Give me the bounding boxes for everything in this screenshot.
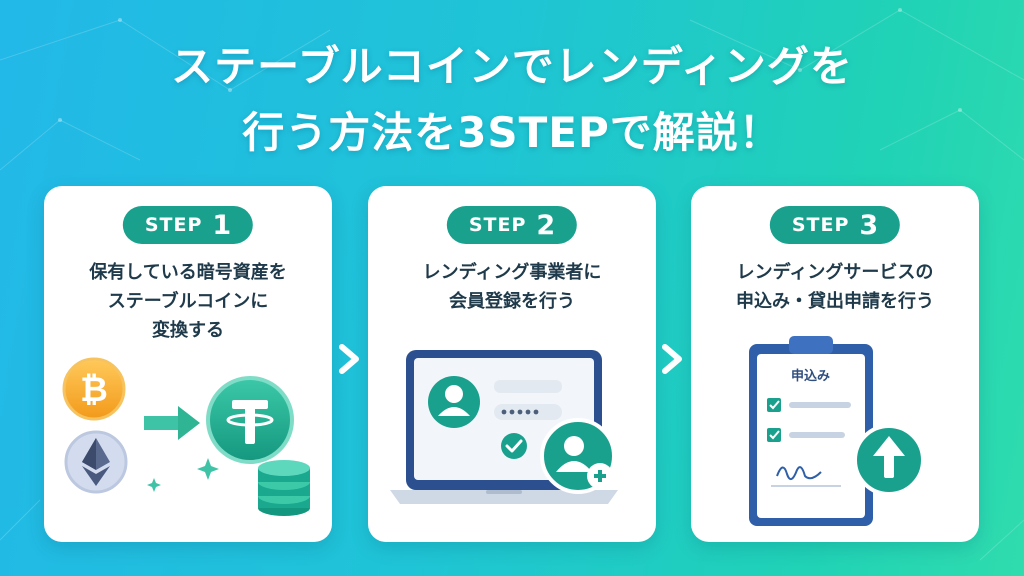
ethereum-icon bbox=[64, 430, 128, 494]
user-avatar-icon bbox=[428, 376, 480, 428]
step-2-illustration bbox=[390, 350, 618, 504]
checkbox-icon bbox=[767, 398, 781, 412]
desc-line: 保有している暗号資産を bbox=[89, 262, 287, 283]
step-1-description: 保有している暗号資産を ステーブルコインに 変換する bbox=[54, 258, 322, 345]
step-badge-number: 3 bbox=[859, 209, 879, 241]
chevron-right-icon bbox=[339, 344, 359, 374]
step-badge-number: 1 bbox=[212, 209, 232, 241]
step-badge-word: STEP bbox=[468, 214, 527, 236]
step-3-illustration: 申込み bbox=[749, 336, 925, 526]
coin-stack-icon bbox=[258, 460, 310, 516]
signature-icon bbox=[771, 466, 841, 487]
add-user-icon bbox=[540, 418, 616, 494]
step-2-card: STEP 2 レンディング事業者に 会員登録を行う bbox=[368, 186, 656, 542]
svg-text:₿: ₿ bbox=[80, 370, 108, 410]
desc-line: 会員登録を行う bbox=[449, 291, 575, 312]
step-3-badge: STEP 3 bbox=[769, 206, 901, 244]
step-badge-number: 2 bbox=[536, 209, 556, 241]
desc-line: 申込み・貸出申請を行う bbox=[736, 291, 934, 312]
bitcoin-icon: ₿ bbox=[62, 357, 126, 421]
desc-line: レンディングサービスの bbox=[736, 262, 934, 283]
desc-line: 変換する bbox=[152, 320, 224, 341]
upload-arrow-icon bbox=[853, 424, 925, 496]
desc-line: ステーブルコインに bbox=[107, 291, 269, 312]
tether-icon bbox=[206, 376, 294, 464]
check-icon bbox=[501, 433, 527, 459]
step-3-description: レンディングサービスの 申込み・貸出申請を行う bbox=[701, 258, 969, 316]
sparkle-icon bbox=[147, 458, 219, 492]
username-field bbox=[494, 380, 562, 393]
title-line-1: ステーブルコインでレンディングを bbox=[171, 42, 853, 91]
desc-line: レンディング事業者に bbox=[422, 262, 602, 283]
step-badge-word: STEP bbox=[144, 214, 203, 236]
page-title: ステーブルコインでレンディングを 行う方法を3STEPで解説！ bbox=[0, 34, 1024, 166]
clipboard-title: 申込み bbox=[791, 368, 830, 384]
step-2-description: レンディング事業者に 会員登録を行う bbox=[378, 258, 646, 316]
password-dots-icon bbox=[494, 404, 562, 420]
step-badge-word: STEP bbox=[791, 214, 850, 236]
title-line-2: 行う方法を3STEPで解説！ bbox=[242, 108, 782, 157]
clipboard-icon: 申込み bbox=[749, 336, 873, 526]
arrow-right-icon bbox=[144, 406, 200, 440]
checkbox-icon bbox=[767, 428, 781, 442]
step-2-badge: STEP 2 bbox=[446, 206, 578, 244]
step-1-illustration: ₿ bbox=[62, 357, 310, 516]
chevron-right-icon bbox=[662, 344, 682, 374]
step-1-card: STEP 1 保有している暗号資産を ステーブルコインに 変換する ₿ bbox=[44, 186, 332, 542]
step-3-card: STEP 3 レンディングサービスの 申込み・貸出申請を行う 申込み bbox=[691, 186, 979, 542]
step-1-badge: STEP 1 bbox=[122, 206, 254, 244]
